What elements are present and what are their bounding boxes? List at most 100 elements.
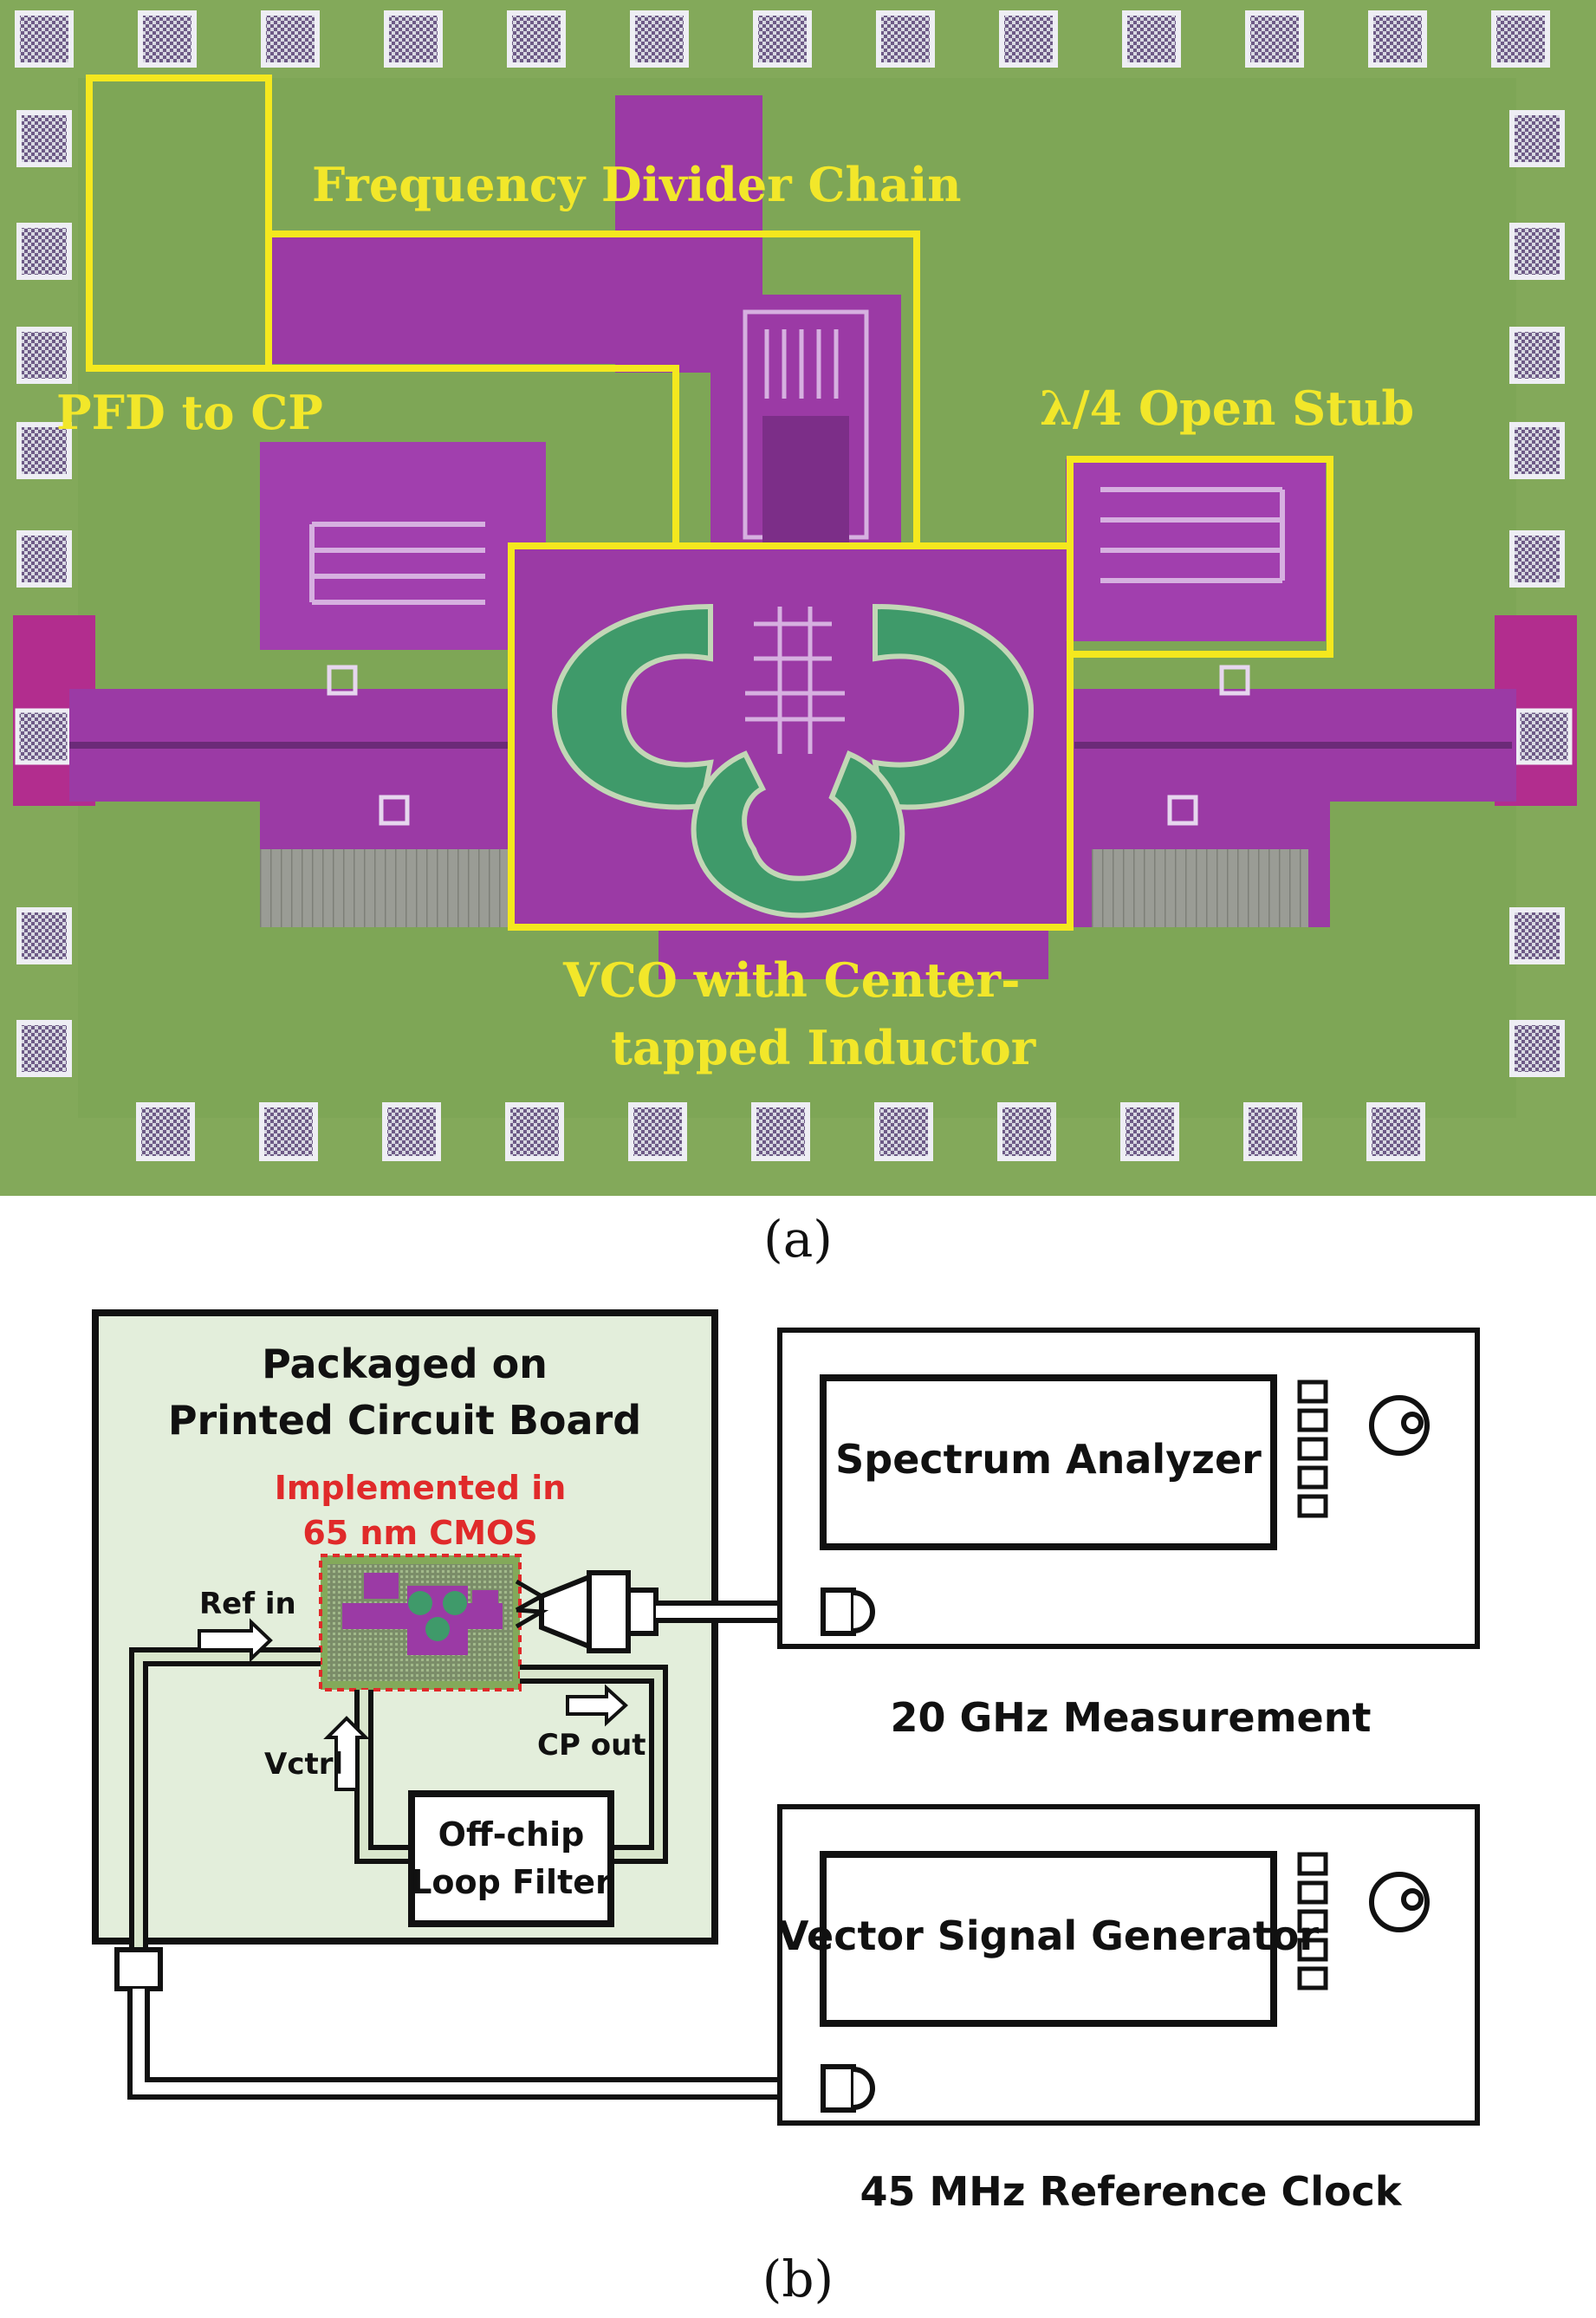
spectrum-analyzer-port — [821, 1588, 875, 1636]
bond-pad — [999, 10, 1058, 68]
bond-pad — [16, 1020, 72, 1077]
left-matching-block — [260, 442, 546, 650]
bond-pad — [259, 1102, 318, 1161]
rf-pad-right-inner — [1515, 708, 1573, 765]
highlight-boxes — [86, 75, 1333, 931]
bond-pad — [1368, 10, 1427, 68]
cp-out-arrow — [566, 1684, 628, 1727]
bond-pad — [15, 10, 74, 68]
bond-pad — [16, 110, 72, 167]
label-vctrl: Vctrl — [264, 1747, 343, 1782]
signal-generator-port — [821, 2064, 875, 2113]
vco-inductor-right — [872, 603, 1035, 810]
bond-pad — [874, 1102, 933, 1161]
bond-pad — [876, 10, 935, 68]
bond-pad — [628, 1102, 687, 1161]
right-via-2 — [1167, 795, 1198, 826]
bond-pad — [1509, 530, 1565, 588]
loop-filter-box — [408, 1790, 614, 1927]
right-grey-block — [1092, 849, 1308, 927]
stub-box — [1067, 456, 1333, 658]
bond-pad — [138, 10, 197, 68]
vco-box — [508, 542, 1074, 931]
vco-center-bus — [745, 607, 845, 754]
label-spectrum-analyzer: Spectrum Analyzer — [835, 1436, 1262, 1483]
bond-pad — [16, 907, 72, 964]
spectrum-analyzer-buttons — [1297, 1380, 1328, 1518]
panel-a: Frequency Divider Chain PFD to CP λ/4 Op… — [0, 0, 1596, 1196]
cable-to-signal-generator — [127, 1989, 832, 2100]
left-via-1 — [327, 665, 358, 696]
bond-pad — [384, 10, 443, 68]
rf-pad-left-inner — [15, 708, 72, 765]
vco-inductor-left — [551, 603, 714, 810]
bond-pad — [507, 10, 566, 68]
pcb-sma-connector — [114, 1947, 163, 1991]
bond-pad — [16, 223, 72, 280]
left-via-2 — [379, 795, 410, 826]
bond-pad — [261, 10, 320, 68]
bond-pad — [1366, 1102, 1425, 1161]
signal-generator-display — [820, 1851, 1277, 2027]
label-vco-line1: VCO with Center- — [562, 952, 1020, 1008]
right-comb-lines — [1100, 487, 1285, 583]
signal-generator-knob-icon — [1369, 1872, 1430, 1932]
bond-pad — [1491, 10, 1550, 68]
bond-pad — [1509, 223, 1565, 280]
label-vector-signal-generator: Vector Signal Generator — [778, 1912, 1319, 1959]
bond-pad — [1245, 10, 1304, 68]
ref-in-arrow — [198, 1618, 273, 1663]
spectrum-analyzer-display — [820, 1374, 1277, 1550]
chip-thumbnail — [319, 1554, 522, 1691]
divider-channel — [762, 416, 849, 546]
left-grey-block — [260, 849, 520, 927]
loop-filter-line2: Loop Filter — [411, 1863, 612, 1901]
label-frequency-divider-chain: Frequency Divider Chain — [312, 157, 962, 212]
bond-pad — [630, 10, 689, 68]
label-reference-clock: 45 MHz Reference Clock — [860, 2168, 1402, 2215]
bond-pad — [16, 422, 72, 479]
pfd-box — [86, 75, 272, 372]
label-vco-line2: tapped Inductor — [611, 1020, 1036, 1075]
chip-label-line2: 65 nm CMOS — [302, 1514, 537, 1552]
bond-pad — [1509, 422, 1565, 479]
divider-metal — [269, 234, 676, 364]
label-pfd-to-cp: PFD to CP — [56, 385, 323, 440]
bond-pad — [1509, 907, 1565, 964]
bond-pad — [753, 10, 812, 68]
bond-pad — [1509, 327, 1565, 384]
label-measurement: 20 GHz Measurement — [891, 1694, 1372, 1741]
bond-pad — [1120, 1102, 1179, 1161]
divider-fingers — [764, 329, 839, 399]
bond-pad — [16, 327, 72, 384]
bottom-pad-row — [136, 1102, 1425, 1161]
vector-signal-generator — [777, 1804, 1480, 2126]
chip-label-line1: Implemented in — [275, 1469, 567, 1507]
bond-pad — [1122, 10, 1181, 68]
left-comb-lines — [309, 522, 485, 605]
pcb-traces — [129, 1647, 668, 1967]
caption-b: (b) — [762, 2250, 834, 2308]
bond-pad — [997, 1102, 1056, 1161]
vco-inductor-bottom — [691, 750, 905, 919]
bond-pad — [1243, 1102, 1302, 1161]
panel-b: Packaged on Printed Circuit Board Implem… — [92, 1309, 1480, 2215]
spectrum-analyzer-knob-icon — [1369, 1395, 1430, 1456]
vctrl-arrow — [323, 1716, 370, 1791]
caption-a: (a) — [763, 1210, 833, 1269]
bond-pad — [505, 1102, 564, 1161]
top-pad-row — [15, 10, 1550, 68]
bond-pad — [382, 1102, 441, 1161]
loop-filter-line1: Off-chip — [438, 1815, 585, 1854]
spectrum-analyzer — [777, 1328, 1480, 1649]
bond-pad — [751, 1102, 810, 1161]
bond-pad — [136, 1102, 195, 1161]
bond-pad — [1509, 110, 1565, 167]
signal-generator-buttons — [1297, 1852, 1328, 1990]
label-open-stub: λ/4 Open Stub — [1040, 380, 1414, 436]
vco-lower-metal — [659, 901, 1048, 979]
bond-pad — [16, 530, 72, 588]
label-ref-in: Ref in — [199, 1587, 296, 1621]
